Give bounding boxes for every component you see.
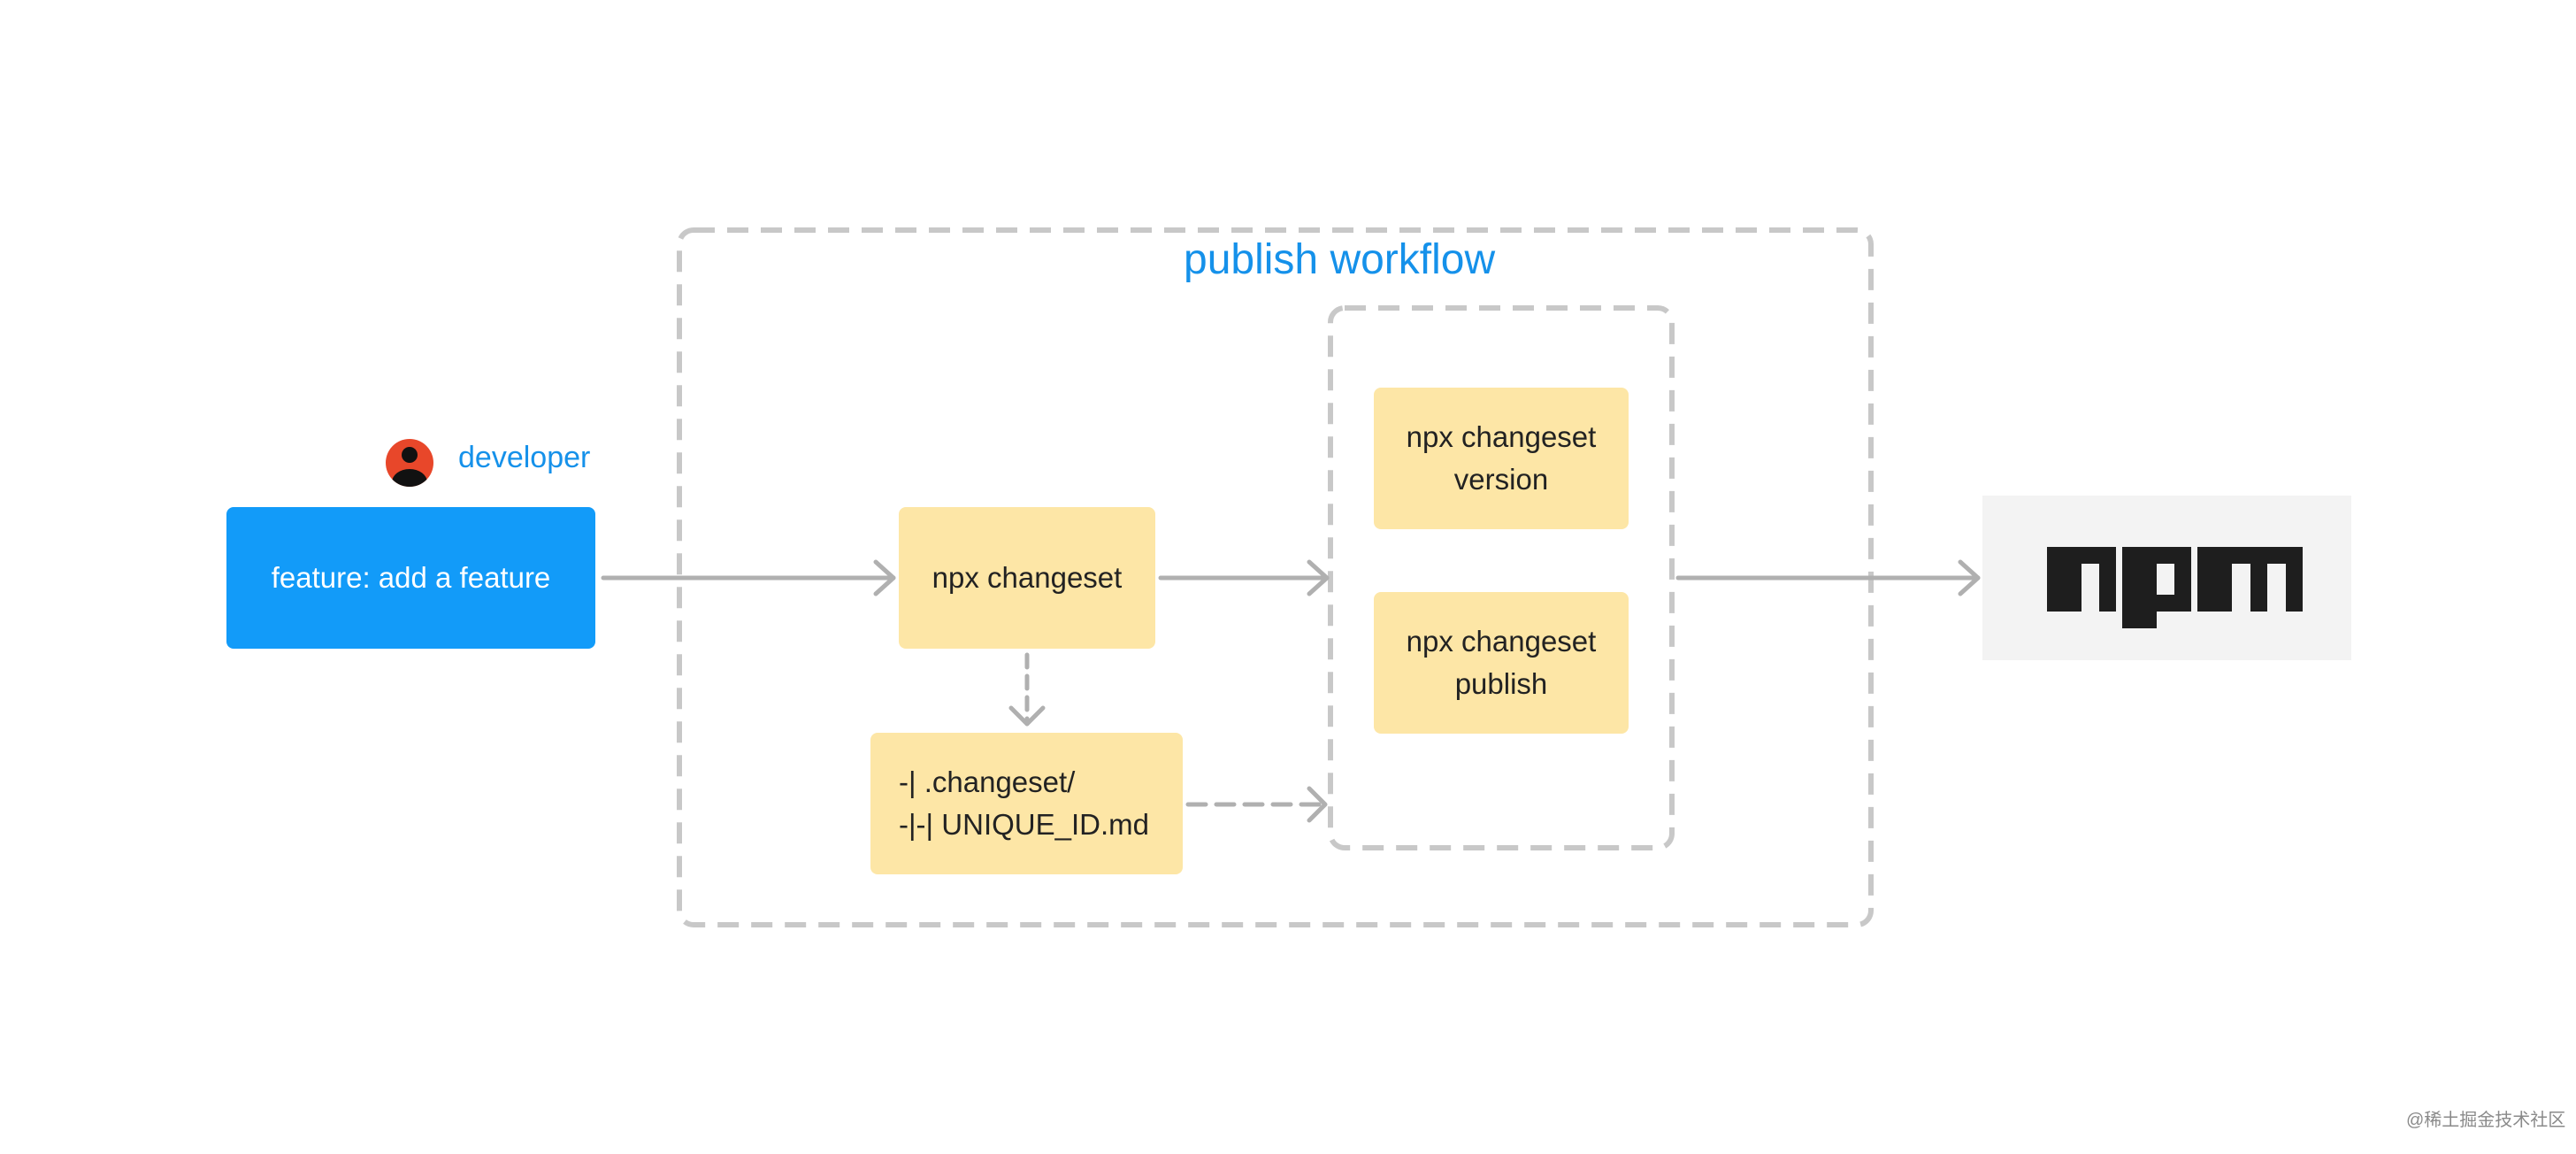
npm-registry-panel [1982,496,2351,660]
changeset-command-label: npx changeset [932,561,1123,594]
changeset-file-line: -|-| UNIQUE_ID.md [899,808,1149,841]
changeset-version-box: npx changeset version [1374,388,1629,529]
workflow-title: publish workflow [1184,236,1496,283]
developer-label: developer [458,441,591,474]
feature-commit-box: feature: add a feature [226,507,595,649]
changeset-file-box: -| .changeset/ -|-| UNIQUE_ID.md [870,733,1183,874]
npm-logo-icon [2047,547,2303,628]
arrow-changeset-to-file [1008,652,1046,727]
publish-line-2: publish [1454,667,1548,700]
changeset-publish-box: npx changeset publish [1374,592,1629,734]
release-group [1328,305,1675,850]
feature-commit-label: feature: add a feature [271,561,551,594]
watermark-text: @稀土掘金技术社区 [2406,1111,2566,1130]
arrow-commit-to-changeset [601,559,896,596]
arrow-release-to-npm [1675,559,1981,596]
publish-line-1: npx changeset [1406,625,1597,658]
user-avatar-icon [386,439,433,487]
arrow-changeset-to-release [1158,559,1330,596]
changeset-folder-line: -| .changeset/ [899,765,1076,798]
arrow-file-to-release [1185,786,1328,823]
version-line-1: npx changeset [1406,420,1597,453]
changeset-command-box: npx changeset [899,507,1155,649]
version-line-2: version [1453,463,1549,496]
